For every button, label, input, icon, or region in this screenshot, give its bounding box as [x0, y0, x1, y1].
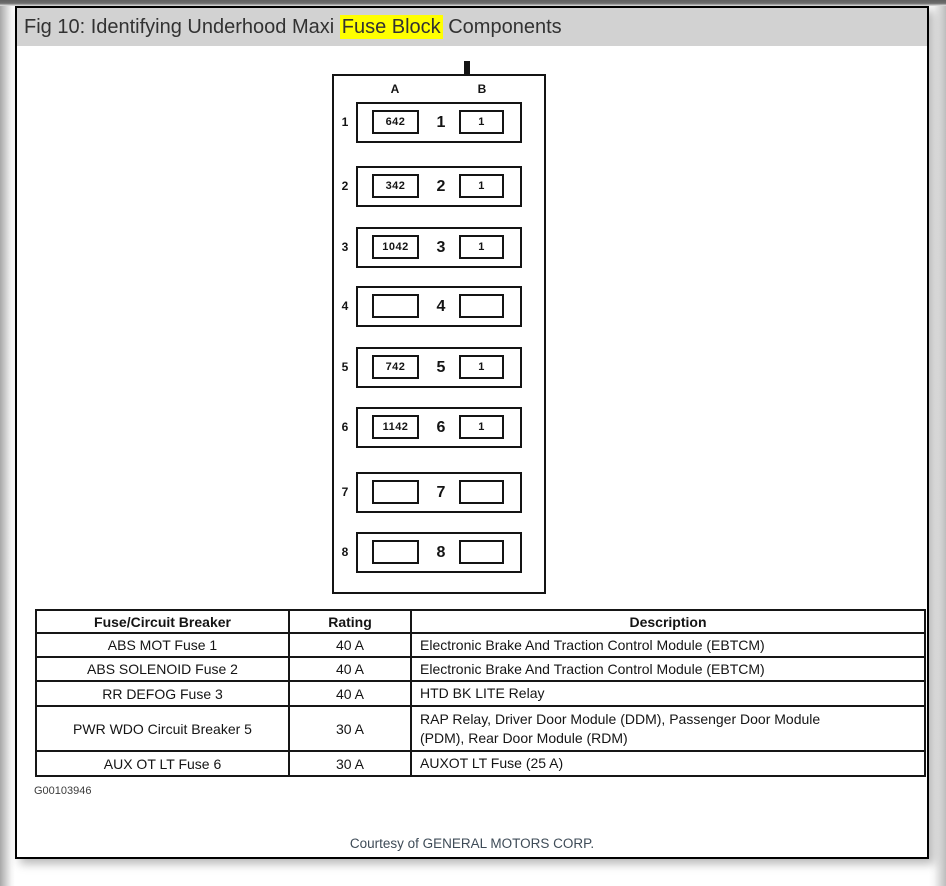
table-row: ABS SOLENOID Fuse 2 40 A Electronic Brak…	[35, 656, 926, 682]
fuse-row-box: 4	[356, 286, 522, 327]
fuse-row-label: 8	[341, 545, 349, 559]
cell-fuse-name: ABS MOT Fuse 1	[35, 632, 290, 658]
header-rating: Rating	[288, 609, 412, 634]
fuse-cavity-b: 1	[459, 110, 504, 134]
fuse-cavity-a: 742	[372, 355, 419, 379]
fuse-position-number: 4	[436, 298, 446, 315]
fuse-row-box: 8	[356, 532, 522, 573]
fuse-row-3: 3 1042 3 1	[334, 227, 544, 268]
fuse-row-2: 2 342 2 1	[334, 166, 544, 207]
cell-rating: 40 A	[288, 680, 412, 707]
fuse-row-1: 1 642 1 1	[334, 102, 544, 143]
search-highlight: Fuse Block	[339, 15, 443, 39]
fuse-row-box: 1042 3 1	[356, 227, 522, 268]
fuse-row-box: 7	[356, 472, 522, 513]
fuse-row-7: 7 7	[334, 472, 544, 513]
fuse-cavity-b	[459, 480, 504, 504]
description-text: HTD BK LITE Relay	[420, 685, 545, 702]
fuse-position-number: 3	[436, 239, 446, 256]
fuse-row-box: 742 5 1	[356, 347, 522, 388]
cell-rating: 30 A	[288, 705, 412, 752]
page-left-shadow	[0, 6, 15, 886]
fuse-row-box: 642 1 1	[356, 102, 522, 143]
fuse-position-number: 7	[436, 484, 446, 501]
cell-rating: 40 A	[288, 632, 412, 658]
fuse-row-label: 5	[341, 360, 349, 374]
fuse-cavity-b: 1	[459, 174, 504, 198]
description-text: Electronic Brake And Traction Control Mo…	[420, 636, 765, 653]
fuse-row-8: 8 8	[334, 532, 544, 573]
table-row: PWR WDO Circuit Breaker 5 30 A RAP Relay…	[35, 705, 926, 752]
header-description: Description	[410, 609, 926, 634]
cell-description: RAP Relay, Driver Door Module (DDM), Pas…	[410, 705, 926, 752]
window-top-edge	[0, 0, 946, 6]
fuse-row-label: 6	[341, 420, 349, 434]
fuse-block-top-tab	[464, 61, 470, 76]
column-header-a: A	[390, 82, 400, 96]
cell-fuse-name: PWR WDO Circuit Breaker 5	[35, 705, 290, 752]
table-header-row: Fuse/Circuit Breaker Rating Description	[35, 609, 926, 634]
fuse-position-number: 5	[436, 359, 446, 376]
fuse-cavity-b: 1	[459, 235, 504, 259]
cell-description: Electronic Brake And Traction Control Mo…	[410, 632, 926, 658]
cell-fuse-name: RR DEFOG Fuse 3	[35, 680, 290, 707]
fuse-position-number: 6	[436, 419, 446, 436]
fuse-position-number: 1	[436, 114, 446, 131]
fuse-row-4: 4 4	[334, 286, 544, 327]
figure-id: G00103946	[34, 785, 92, 797]
fuse-description-table: Fuse/Circuit Breaker Rating Description …	[35, 609, 926, 777]
description-text: AUXOT LT Fuse (25 A)	[420, 755, 564, 772]
fuse-cavity-b	[459, 294, 504, 318]
fuse-cavity-b: 1	[459, 415, 504, 439]
fuse-cavity-a	[372, 294, 419, 318]
fuse-cavity-b: 1	[459, 355, 504, 379]
fuse-cavity-a	[372, 480, 419, 504]
cell-description: Electronic Brake And Traction Control Mo…	[410, 656, 926, 682]
column-header-b: B	[477, 82, 487, 96]
fuse-row-6: 6 1142 6 1	[334, 407, 544, 448]
table-row: ABS MOT Fuse 1 40 A Electronic Brake And…	[35, 632, 926, 658]
cell-rating: 30 A	[288, 750, 412, 777]
fuse-cavity-a: 342	[372, 174, 419, 198]
credit-line: Courtesy of GENERAL MOTORS CORP.	[349, 836, 595, 851]
fuse-cavity-a: 1142	[372, 415, 419, 439]
fuse-row-5: 5 742 5 1	[334, 347, 544, 388]
cell-description: AUXOT LT Fuse (25 A)	[410, 750, 926, 777]
fuse-position-number: 8	[436, 544, 446, 561]
fuse-row-label: 3	[341, 240, 349, 254]
fuse-cavity-a: 1042	[372, 235, 419, 259]
fuse-position-number: 2	[436, 178, 446, 195]
fuse-row-box: 1142 6 1	[356, 407, 522, 448]
figure-page: Fig 10: Identifying Underhood Maxi Fuse …	[15, 6, 929, 859]
table-row: AUX OT LT Fuse 6 30 A AUXOT LT Fuse (25 …	[35, 750, 926, 777]
description-text: RAP Relay, Driver Door Module (DDM), Pas…	[420, 710, 821, 746]
fuse-row-label: 7	[341, 485, 349, 499]
fuse-cavity-a: 642	[372, 110, 419, 134]
figure-title-suffix: Components	[442, 16, 562, 38]
fuse-row-label: 2	[341, 179, 349, 193]
figure-title-bar: Fig 10: Identifying Underhood Maxi Fuse …	[17, 8, 927, 46]
cell-fuse-name: ABS SOLENOID Fuse 2	[35, 656, 290, 682]
cell-rating: 40 A	[288, 656, 412, 682]
figure-title-prefix: Fig 10: Identifying Underhood Maxi	[24, 16, 340, 38]
header-fuse-circuit-breaker: Fuse/Circuit Breaker	[35, 609, 290, 634]
cell-description: HTD BK LITE Relay	[410, 680, 926, 707]
fuse-cavity-b	[459, 540, 504, 564]
fuse-block-diagram: A B 1 642 1 1 2 342 2 1 3 1042 3 1	[332, 61, 546, 594]
page-right-shadow	[929, 6, 946, 886]
fuse-row-label: 4	[341, 299, 349, 313]
fuse-row-box: 342 2 1	[356, 166, 522, 207]
description-text: Electronic Brake And Traction Control Mo…	[420, 660, 765, 677]
fuse-cavity-a	[372, 540, 419, 564]
cell-fuse-name: AUX OT LT Fuse 6	[35, 750, 290, 777]
fuse-row-label: 1	[341, 115, 349, 129]
table-row: RR DEFOG Fuse 3 40 A HTD BK LITE Relay	[35, 680, 926, 707]
